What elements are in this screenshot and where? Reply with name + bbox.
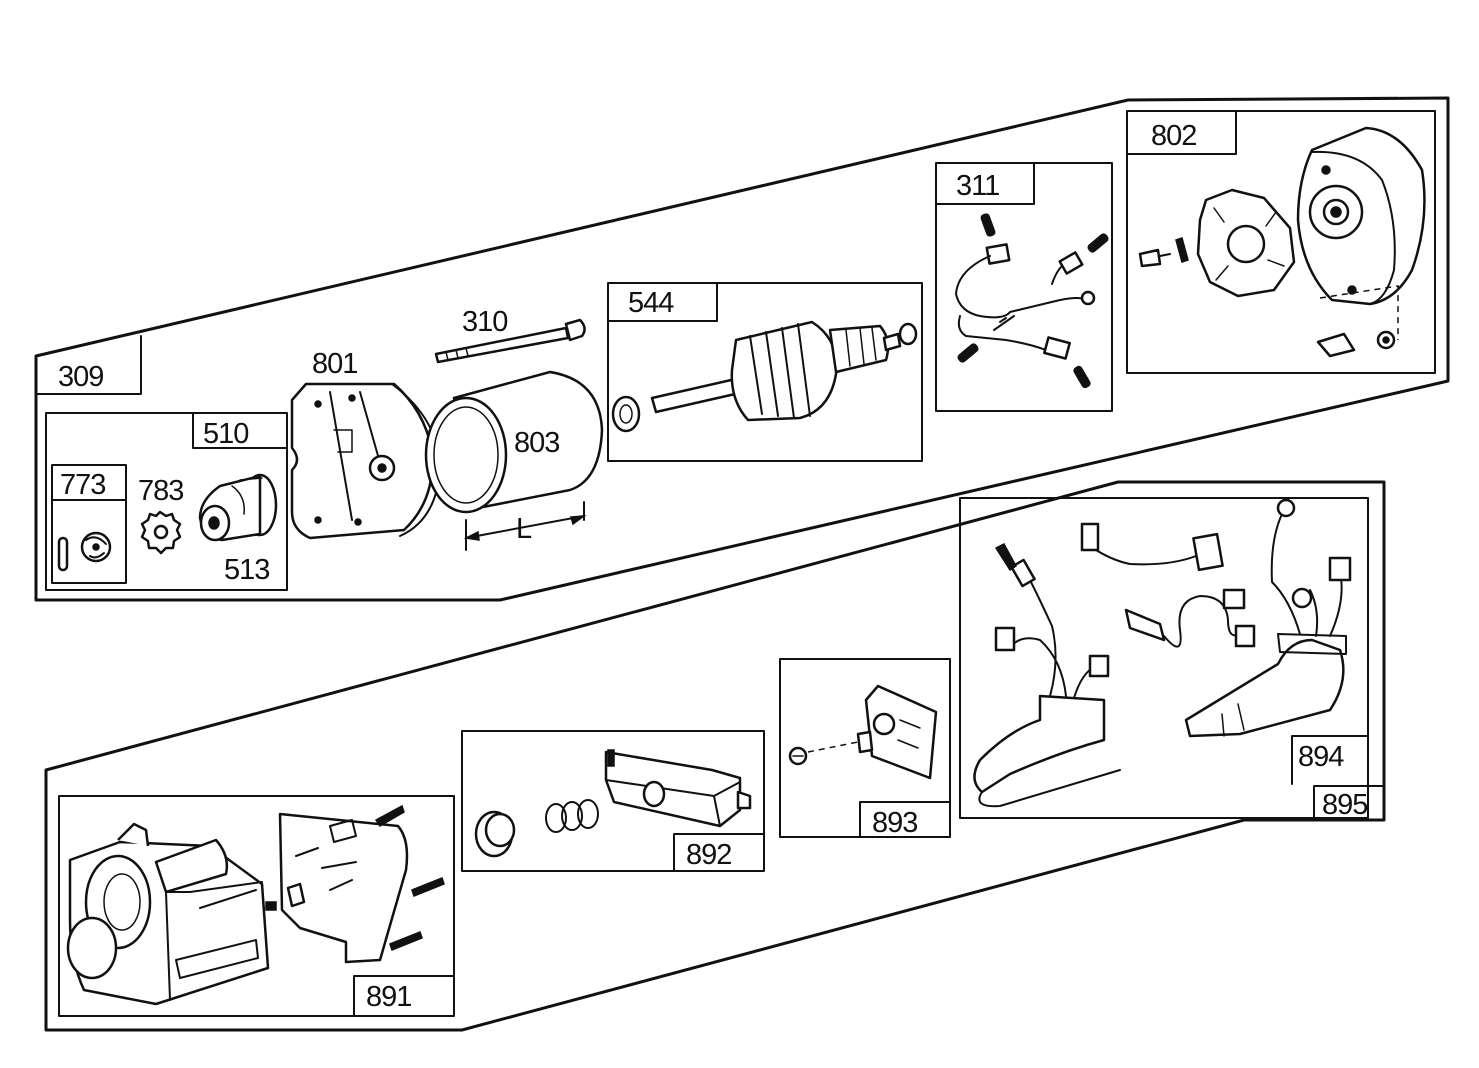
- label-510: 510: [203, 418, 248, 450]
- label-box-894: [1291, 735, 1369, 785]
- switch-893-box: [779, 658, 951, 838]
- label-box-311: [935, 162, 1035, 205]
- part-773-box: [51, 464, 127, 584]
- pinion-gear-783-icon: [140, 510, 182, 555]
- label-box-802: [1126, 110, 1237, 155]
- solenoid-892-icon: [474, 749, 752, 858]
- label-dim-L: L: [516, 513, 532, 545]
- label-893: 893: [872, 807, 917, 839]
- starter-assembly-309-group: 309 510 773 783 513 801: [34, 96, 1450, 602]
- label-894: 894: [1298, 741, 1344, 773]
- solenoid-892-box: [461, 730, 765, 872]
- label-box-893: [859, 801, 951, 838]
- label-892: 892: [686, 839, 731, 871]
- armature-544-icon: [611, 320, 918, 433]
- end-cap-802-box: [1126, 110, 1436, 374]
- brush-set-311-icon: [955, 213, 1109, 389]
- label-773: 773: [60, 469, 105, 501]
- label-802: 802: [1151, 120, 1196, 152]
- retaining-ring-773-icon: [80, 531, 112, 563]
- drive-kit-510-box: [45, 412, 288, 591]
- drive-end-cap-801-icon: [290, 382, 441, 540]
- armature-544-box: [607, 282, 923, 462]
- label-895: 895: [1322, 789, 1367, 821]
- switch-893-icon: [788, 684, 938, 780]
- brush-set-311-box: [935, 162, 1113, 412]
- label-box-510: [192, 412, 288, 449]
- label-box-891: [353, 975, 455, 1017]
- motor-891-icon: [66, 804, 445, 1006]
- label-544: 544: [628, 287, 674, 319]
- label-801: 801: [312, 348, 357, 380]
- label-309: 309: [58, 361, 103, 393]
- length-dimension-L: L: [463, 501, 587, 551]
- label-803: 803: [514, 427, 559, 459]
- starter-assembly-895-group: 895 891 892: [44, 480, 1386, 1032]
- label-891: 891: [366, 981, 411, 1013]
- label-783: 783: [138, 475, 183, 507]
- end-cap-802-icon: [1138, 126, 1426, 358]
- through-bolt-310-icon: [434, 318, 586, 364]
- label-310: 310: [462, 306, 507, 338]
- label-box-309: [35, 335, 142, 395]
- cord-set-894-icon: [973, 498, 1352, 808]
- motor-housing-803-icon: [424, 370, 604, 514]
- label-box-895: [1313, 785, 1385, 821]
- assembly-309-outline: [34, 96, 1450, 602]
- pin-773: [57, 536, 69, 572]
- label-513: 513: [224, 554, 269, 586]
- drive-clutch-513-icon: [198, 473, 278, 542]
- label-311: 311: [956, 170, 999, 202]
- motor-891-box: [58, 795, 455, 1017]
- label-box-544: [607, 282, 718, 322]
- label-box-892: [673, 833, 765, 872]
- cord-set-894-box: [959, 497, 1369, 819]
